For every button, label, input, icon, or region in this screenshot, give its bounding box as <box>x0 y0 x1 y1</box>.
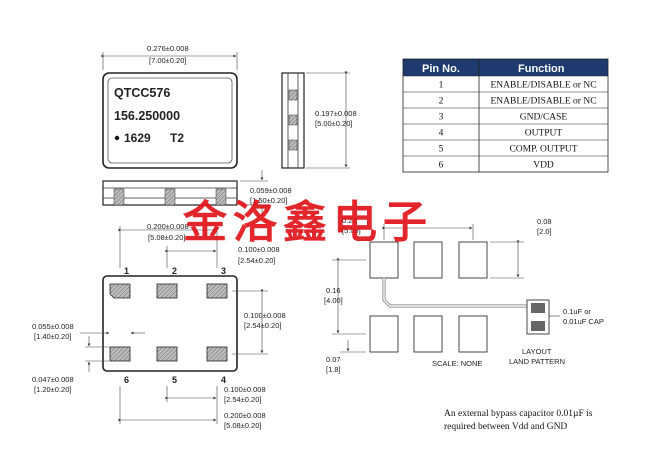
pin1-dot-icon <box>114 135 120 141</box>
table-cell-pin: 1 <box>439 81 444 91</box>
dim-thickness-mm: [1.50±0.20] <box>250 196 287 205</box>
table-header-function: Function <box>518 63 565 75</box>
note-line-1: An external bypass capacitor 0.01µF is <box>444 409 593 419</box>
dim-pad-height-mm: [1.20±0.20] <box>34 385 71 394</box>
table-cell-function: ENABLE/DISABLE or NC <box>490 81 596 91</box>
cap-label-2: 0.01uF CAP <box>563 317 604 326</box>
part-suffix: T2 <box>170 131 184 145</box>
pin-label-4: 4 <box>221 375 226 385</box>
dim-pad-height: 0.047±0.008 <box>32 375 74 384</box>
note-line-2: required between Vdd and GND <box>444 422 567 432</box>
cap-label-1: 0.1uF or <box>563 307 591 316</box>
dim-pad-width: 0.055±0.008 <box>32 322 74 331</box>
dim-bottom-total: 0.200±0.008 <box>224 411 266 420</box>
pin-label-6: 6 <box>124 375 129 385</box>
land-dim-4: 0.07 <box>326 355 341 364</box>
pin-label-2: 2 <box>172 266 177 276</box>
land-pad <box>458 241 488 279</box>
watermark: 金洛鑫电子 <box>182 197 433 248</box>
table-cell-function: OUTPUT <box>525 129 563 139</box>
table-cell-pin: 2 <box>439 97 444 107</box>
table-cell-pin: 4 <box>439 129 444 139</box>
dim-top-width: 0.276±0.008 <box>147 44 189 53</box>
date-code: 1629 <box>124 131 151 145</box>
dim-pitch-outer-mm: [5.08±0.20] <box>148 233 185 242</box>
pin-label-3: 3 <box>221 266 226 276</box>
table-cell-function: ENABLE/DISABLE or NC <box>490 97 596 107</box>
dim-bottom-pitch: 0.100±0.008 <box>224 385 266 394</box>
layout-label-2: LAND PATTERN <box>509 357 565 366</box>
land-pad <box>413 315 443 353</box>
table-header-pin: Pin No. <box>422 63 460 75</box>
land-dim-2-mm: [2.0] <box>537 227 552 236</box>
pin-label-5: 5 <box>172 375 177 385</box>
package-outline <box>102 72 238 169</box>
dim-row-spacing: 0.100±0.008 <box>244 311 286 320</box>
pin-label-1: 1 <box>124 266 129 276</box>
dim-side-height-mm: [5.00±0.20] <box>315 119 352 128</box>
top-view: QTCC576 156.250000 1629 T2 0.276±0.008 [… <box>101 44 238 169</box>
layout-label-1: LAYOUT <box>522 347 552 356</box>
side-view-right: 0.197±0.008 [5.00±0.20] <box>281 71 357 169</box>
table-cell-pin: 3 <box>439 113 444 123</box>
table-cell-function: VDD <box>533 161 554 171</box>
side-view-front: 0.059±0.008 [1.50±0.20] <box>102 170 292 216</box>
dim-thickness: 0.059±0.008 <box>250 186 292 195</box>
table-cell-function: GND/CASE <box>520 113 568 123</box>
land-dim-3-mm: [4.00] <box>324 296 343 305</box>
land-dim-1-mm: [5.08] <box>342 226 361 235</box>
land-dim-1: 0.20 <box>342 216 357 225</box>
table-cell-function: COMP. OUTPUT <box>509 145 577 155</box>
land-pad <box>458 315 488 353</box>
dim-side-height: 0.197±0.008 <box>315 109 357 118</box>
dim-pitch-inner-mm: [2.54±0.20] <box>238 256 275 265</box>
dim-pitch-outer: 0.200±0.008 <box>147 222 189 231</box>
land-pad <box>413 241 443 279</box>
land-pattern: 0.1uF or 0.01uF CAP 0.20 [5.08] 0.08 [2.… <box>324 216 604 374</box>
dim-row-spacing-mm: [2.54±0.20] <box>244 321 281 330</box>
land-dim-2: 0.08 <box>537 217 552 226</box>
bottom-outline <box>102 275 238 372</box>
dim-pad-width-mm: [1.40±0.20] <box>34 332 71 341</box>
table-cell-pin: 6 <box>439 161 444 171</box>
dim-top-width-mm: [7.00±0.20] <box>149 56 186 65</box>
part-frequency: 156.250000 <box>114 109 180 123</box>
table-cell-pin: 5 <box>439 145 444 155</box>
land-dim-3: 0.16 <box>326 286 341 295</box>
scale-label: SCALE: NONE <box>432 359 482 368</box>
dim-bottom-pitch-mm: [2.54±0.20] <box>224 395 261 404</box>
package-inner-outline <box>107 77 233 164</box>
dim-pitch-inner: 0.100±0.008 <box>238 245 280 254</box>
part-model: QTCC576 <box>114 86 170 100</box>
dim-bottom-total-mm: [5.08±0.20] <box>224 421 261 430</box>
bottom-view: 1 2 3 6 5 4 0.200±0.008 [5.08±0.20] 0.10… <box>32 222 286 430</box>
land-dim-4-mm: [1.8] <box>326 365 341 374</box>
land-pad <box>369 315 399 353</box>
